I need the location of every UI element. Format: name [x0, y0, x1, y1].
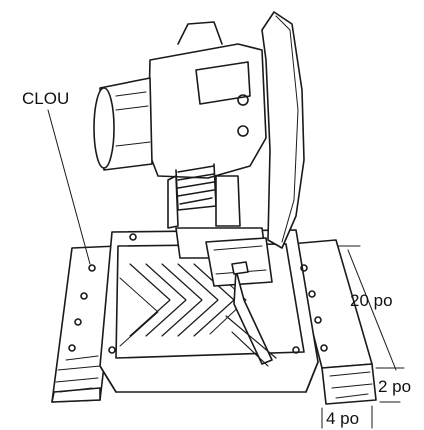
width-dimension-label: 4 po — [326, 409, 359, 428]
blade-guard — [261, 11, 305, 249]
nail-holes-left — [68, 264, 96, 352]
length-dimension-label: 20 po — [350, 291, 393, 310]
vise-assembly — [175, 227, 277, 367]
thickness-dimension-label: 2 po — [378, 377, 411, 396]
saw-head — [93, 21, 267, 229]
dimension-lines — [321, 245, 405, 429]
nail-label: CLOU — [22, 89, 69, 108]
nail-leader-line — [47, 109, 91, 265]
right-board — [289, 239, 377, 405]
nail-holes-right — [300, 264, 328, 352]
